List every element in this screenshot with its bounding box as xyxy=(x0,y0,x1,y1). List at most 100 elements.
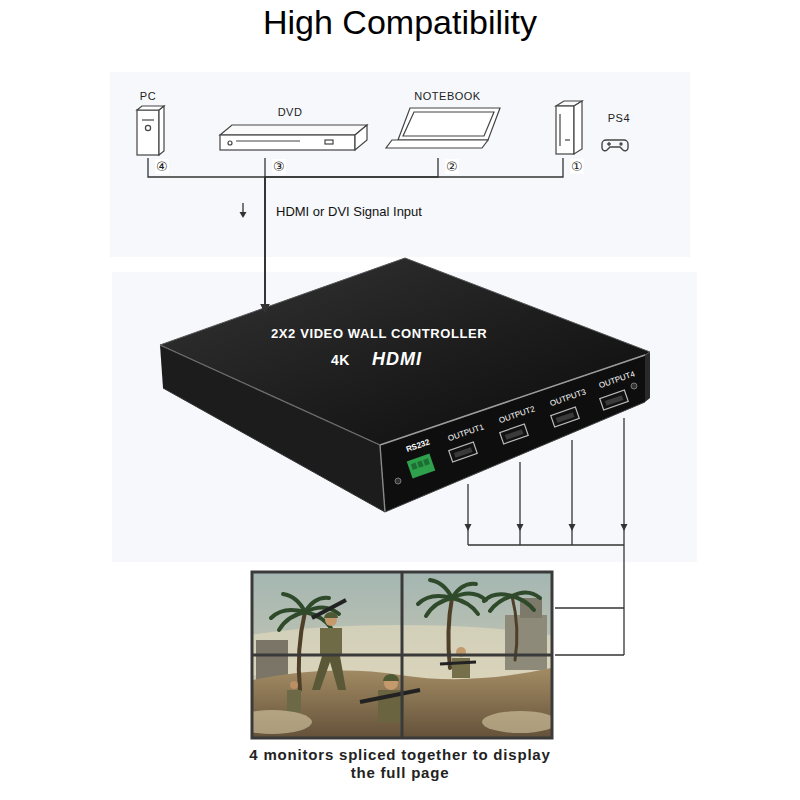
title-wrap: High Compatibility xyxy=(0,2,800,42)
output-arrow xyxy=(465,524,472,531)
callout-number: ② xyxy=(445,159,459,174)
signal-connector xyxy=(148,158,265,312)
dvd-icon xyxy=(325,140,333,144)
node-label: HDMI xyxy=(372,348,422,371)
video-wall-image xyxy=(448,598,452,668)
port-name: OUTPUT2 xyxy=(498,404,536,425)
notebook-icon xyxy=(403,112,494,136)
video-wall-image xyxy=(290,681,298,689)
gamepad-icon xyxy=(608,142,609,146)
ps4-icon xyxy=(559,114,560,146)
video-wall-image xyxy=(279,612,305,630)
dvd-icon xyxy=(228,141,232,145)
background-panel xyxy=(110,72,697,562)
screw xyxy=(395,383,637,484)
notebook-icon xyxy=(398,108,500,140)
controller-housing xyxy=(160,345,380,445)
video-wall-image xyxy=(271,580,540,690)
node-label: PS4 xyxy=(548,112,630,126)
video-wall-image xyxy=(320,628,342,656)
output-wire xyxy=(555,607,624,608)
node-label: 2X2 VIDEO WALL CONTROLLER xyxy=(271,326,511,342)
hdmi-port xyxy=(551,407,579,427)
video-wall-image xyxy=(426,598,452,616)
callout-number: ④ xyxy=(155,159,169,174)
video-wall-image xyxy=(490,596,512,611)
video-wall-image xyxy=(324,612,338,618)
video-wall-image xyxy=(271,580,540,630)
label-wrap: OUTPUT4 xyxy=(598,369,636,390)
port-name: OUTPUT4 xyxy=(598,369,636,390)
screw xyxy=(631,383,637,389)
rs232-terminal xyxy=(411,463,418,470)
signal-connector xyxy=(265,158,563,312)
output-arrow xyxy=(465,524,628,531)
dvd-icon xyxy=(220,125,367,135)
dvd-icon xyxy=(236,140,300,141)
controller-housing xyxy=(160,258,650,512)
signal-arrow xyxy=(240,212,247,218)
hdmi-port xyxy=(556,412,575,423)
caption-text: 4 monitors spliced together to display t… xyxy=(240,746,560,782)
rs232-terminal xyxy=(407,454,436,479)
rs232-terminal xyxy=(407,454,436,479)
label-wrap: OUTPUT1 xyxy=(447,422,485,443)
hdmi-port xyxy=(449,442,477,462)
ps4-icon xyxy=(574,101,582,154)
label-wrap: OUTPUT2 xyxy=(498,404,536,425)
ps4-icon xyxy=(565,139,570,140)
video-wall-image xyxy=(252,572,552,738)
hdmi-port xyxy=(505,429,524,440)
ps4-node: PS4 xyxy=(548,96,636,158)
video-wall-image xyxy=(512,596,534,610)
pc-icon xyxy=(145,125,150,130)
hdmi-port xyxy=(500,424,528,444)
pc-icon xyxy=(159,106,164,155)
dvd-icon xyxy=(355,125,367,150)
callout-number: ③ xyxy=(272,159,286,174)
rs232-terminal xyxy=(423,458,430,465)
output-wire xyxy=(519,462,520,545)
callout-number: ① xyxy=(570,159,584,174)
hdmi-port xyxy=(551,407,579,427)
notebook-icon xyxy=(386,108,500,148)
video-wall-image xyxy=(482,711,551,733)
dvd-icon xyxy=(220,125,367,150)
dvd-icon xyxy=(220,135,355,150)
label-wrap: HDMI or DVI Signal Input xyxy=(276,204,422,220)
pc-icon xyxy=(137,110,159,155)
port-name: OUTPUT1 xyxy=(447,422,485,443)
label-wrap: OUTPUT3 xyxy=(549,387,587,408)
page-title: High Compatibility xyxy=(0,2,800,42)
output-arrow xyxy=(517,524,524,531)
output-arrow xyxy=(569,524,576,531)
video-wall-image xyxy=(430,580,452,598)
video-wall-image xyxy=(312,600,346,618)
video-wall-image xyxy=(256,640,288,680)
caption-wrap: 4 monitors spliced together to display t… xyxy=(240,746,560,782)
hdmi-port xyxy=(454,447,473,458)
output-wire xyxy=(623,418,624,655)
background-panel xyxy=(110,72,690,257)
pc-icon xyxy=(142,119,154,120)
video-wall-image xyxy=(440,662,476,664)
video-wall-image xyxy=(299,612,305,690)
gamepad-icon xyxy=(620,143,622,145)
port-name: OUTPUT3 xyxy=(549,387,587,408)
hdmi-port xyxy=(605,395,624,406)
video-wall-image xyxy=(452,598,478,614)
video-wall-image xyxy=(312,656,346,690)
video-wall-image xyxy=(253,710,312,734)
ps4-icon xyxy=(556,101,582,154)
notebook-node: NOTEBOOK xyxy=(385,90,510,158)
notebook-icon xyxy=(386,140,488,148)
node-label: 4K xyxy=(331,352,350,370)
node-label: PC xyxy=(124,90,172,104)
output-wire xyxy=(468,544,624,545)
video-wall-image xyxy=(505,615,547,670)
signal-arrow xyxy=(240,203,247,218)
